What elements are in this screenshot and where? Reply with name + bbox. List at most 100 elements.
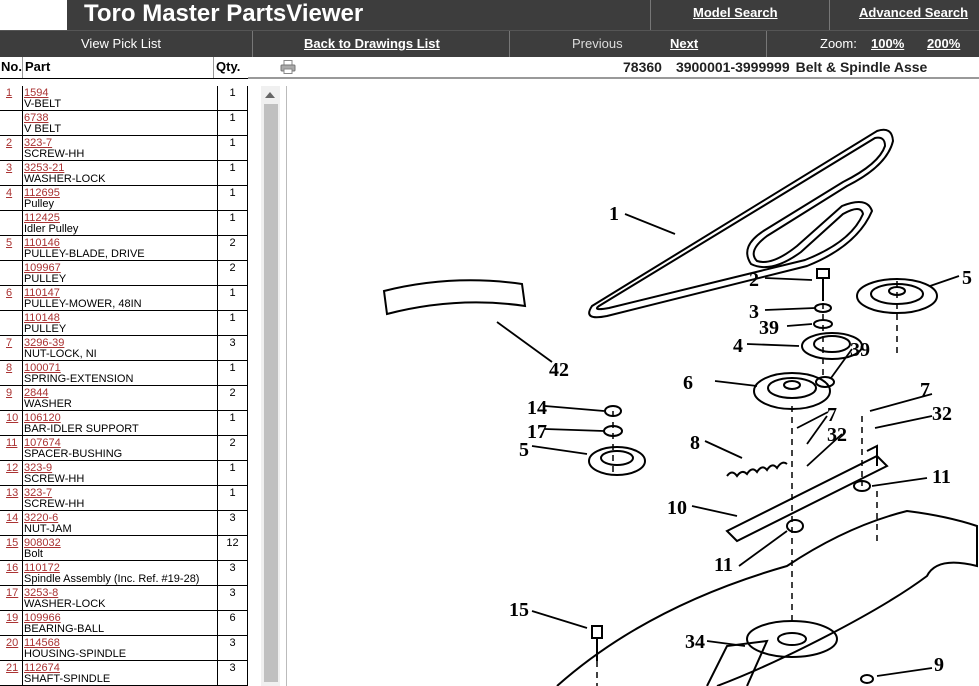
- part-number-link[interactable]: 323-7: [24, 487, 53, 499]
- part-number-link[interactable]: 323-9: [24, 462, 53, 474]
- drawing-name: Belt & Spindle Asse: [795, 59, 928, 75]
- advanced-search-link[interactable]: Advanced Search: [859, 5, 969, 20]
- ref-number-link[interactable]: 21: [6, 662, 19, 674]
- part-description: BAR-IDLER SUPPORT: [24, 423, 139, 435]
- ref-number-link[interactable]: 2: [6, 137, 13, 149]
- ref-number-link[interactable]: 14: [6, 512, 19, 524]
- ref-number-link[interactable]: 15: [6, 537, 19, 549]
- part-number-link[interactable]: 100071: [24, 362, 61, 374]
- part-number-link[interactable]: 110172: [24, 562, 60, 574]
- zoom-100-link[interactable]: 100%: [871, 36, 905, 51]
- divider: [217, 411, 218, 436]
- divider: [22, 261, 23, 286]
- ref-number-link[interactable]: 8: [6, 362, 13, 374]
- ref-number-link[interactable]: 6: [6, 287, 13, 299]
- divider: [217, 136, 218, 161]
- divider: [217, 636, 218, 661]
- part-number-link[interactable]: 112674: [24, 662, 60, 674]
- ref-number-link[interactable]: 1: [6, 87, 13, 99]
- ref-number-link[interactable]: 9: [6, 387, 13, 399]
- divider: [217, 461, 218, 486]
- part-number-link[interactable]: 323-7: [24, 137, 53, 149]
- ref-number-link[interactable]: 12: [6, 462, 19, 474]
- part-number-link[interactable]: 114568: [24, 637, 60, 649]
- part-number-link[interactable]: 109967: [24, 262, 61, 274]
- next-link[interactable]: Next: [670, 36, 699, 51]
- part-number-link[interactable]: 106120: [24, 412, 61, 424]
- part-quantity: 1: [229, 162, 236, 174]
- divider: [217, 561, 218, 586]
- scroll-up-arrow-icon[interactable]: [265, 92, 275, 98]
- part-description: PULLEY: [24, 273, 67, 285]
- ref-number-link[interactable]: 19: [6, 612, 19, 624]
- part-number-link[interactable]: 6738: [24, 112, 49, 124]
- divider: [217, 261, 218, 286]
- callout-11b: 11: [714, 554, 733, 576]
- back-to-drawings-link[interactable]: Back to Drawings List: [304, 36, 440, 51]
- part-number-link[interactable]: 3253-8: [24, 587, 59, 599]
- part-description: BEARING-BALL: [24, 623, 105, 635]
- callout-5: 5: [962, 267, 972, 289]
- callout-7b: 7: [920, 379, 930, 401]
- ref-number-link[interactable]: 10: [6, 412, 19, 424]
- part-number-link[interactable]: 112425: [24, 212, 60, 224]
- part-number-link[interactable]: 2844: [24, 387, 49, 399]
- ref-number-link[interactable]: 13: [6, 487, 19, 499]
- drawing-header-strip: [248, 57, 979, 79]
- view-pick-list-button[interactable]: View Pick List: [81, 36, 161, 51]
- previous-button[interactable]: Previous: [572, 36, 623, 51]
- ref-number-link[interactable]: 17: [6, 587, 19, 599]
- part-quantity: 1: [229, 487, 236, 499]
- divider: [22, 586, 23, 611]
- part-description: WASHER: [24, 398, 72, 410]
- part-number-link[interactable]: 1594: [24, 87, 49, 99]
- ref-number-link[interactable]: 5: [6, 237, 13, 249]
- ref-number-link[interactable]: 16: [6, 562, 19, 574]
- scroll-thumb[interactable]: [264, 104, 278, 682]
- part-description: Idler Pulley: [24, 223, 79, 235]
- blade-shield: [382, 279, 527, 316]
- ref-number-link[interactable]: 11: [6, 437, 18, 449]
- ref-number-link[interactable]: 20: [6, 637, 19, 649]
- part-number-link[interactable]: 109966: [24, 612, 61, 624]
- part-number-link[interactable]: 908032: [24, 537, 61, 549]
- model-search-link[interactable]: Model Search: [693, 5, 778, 20]
- part-number-link[interactable]: 110148: [24, 312, 60, 324]
- nav-bar: View Pick List Back to Drawings List Pre…: [0, 30, 979, 57]
- part-description: Spindle Assembly (Inc. Ref. #19-28): [24, 573, 200, 585]
- scrollbar[interactable]: [261, 86, 280, 686]
- part-quantity: 6: [229, 612, 236, 624]
- part-number-link[interactable]: 110147: [24, 287, 60, 299]
- ref-number-link[interactable]: 7: [6, 337, 13, 349]
- callout-2: 2: [749, 269, 759, 291]
- ref-number-link[interactable]: 4: [6, 187, 13, 199]
- part-description: SCREW-HH: [24, 148, 85, 160]
- part-description: NUT-JAM: [24, 523, 72, 535]
- part-number-link[interactable]: 3220-6: [24, 512, 59, 524]
- divider: [22, 536, 23, 561]
- divider: [22, 486, 23, 511]
- part-number-link[interactable]: 107674: [24, 437, 61, 449]
- app-title: Toro Master PartsViewer: [84, 0, 364, 27]
- part-number-link[interactable]: 110146: [24, 237, 60, 249]
- ref-number-link[interactable]: 3: [6, 162, 13, 174]
- part-number-link[interactable]: 3253-21: [24, 162, 65, 174]
- part-number-link[interactable]: 3296-39: [24, 337, 65, 349]
- divider: [217, 286, 218, 311]
- part-number-link[interactable]: 112695: [24, 187, 60, 199]
- part-quantity: 2: [229, 437, 236, 449]
- zoom-200-link[interactable]: 200%: [927, 36, 961, 51]
- belt-outline: [588, 128, 895, 319]
- part-quantity: 2: [229, 387, 236, 399]
- idler-bar: [725, 454, 889, 543]
- printer-icon[interactable]: [280, 60, 296, 74]
